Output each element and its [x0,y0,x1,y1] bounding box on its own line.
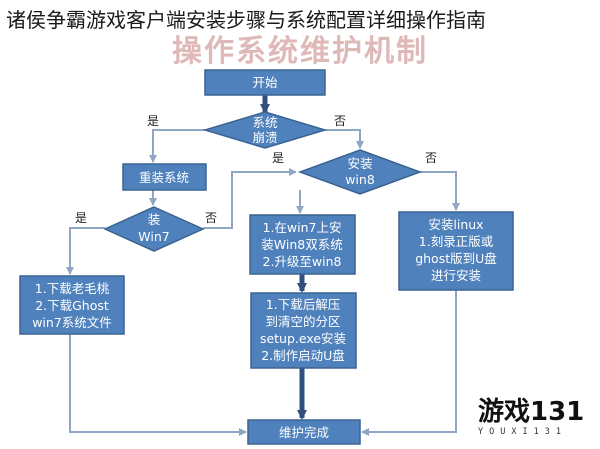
logo-main-text: 游戏131 [478,397,585,427]
svg-text:1.刻录正版或: 1.刻录正版或 [419,234,494,249]
svg-text:1.下载后解压: 1.下载后解压 [266,297,340,312]
node-install-win8-decision: 安装 win8 [297,149,423,195]
svg-text:进行安装: 进行安装 [431,268,481,283]
node-win7-steps: 1.在win7上安 装Win8双系统 2.升级至win8 [249,214,356,275]
node-start: 开始 [204,69,326,96]
connectors [66,95,460,436]
svg-text:到清空的分区: 到清空的分区 [265,314,340,329]
site-logo: 游戏131 YOUXI131 [478,398,596,444]
svg-text:1.下载老毛桃: 1.下载老毛桃 [35,281,110,296]
label-win8-no: 否 [425,151,437,165]
node-download-steps: 1.下载老毛桃 2.下载Ghost win7系统文件 [19,275,125,335]
svg-text:1.在win7上安: 1.在win7上安 [263,220,342,235]
svg-text:崩溃: 崩溃 [252,130,277,145]
edge-crash-reinstall [149,129,205,163]
node-extract-steps: 1.下载后解压 到清空的分区 setup.exe安装 2.制作启动U盘 [250,292,357,369]
page-title: 诸侯争霸游戏客户端安装步骤与系统配置详细操作指南 [6,8,486,32]
edge-win8-linux [420,171,460,211]
svg-text:win8: win8 [345,172,375,187]
label-win8-yes: 是 [272,151,284,165]
node-done: 维护完成 [247,419,361,445]
node-crash-decision: 系统 崩溃 [202,111,328,149]
diagram-title: 操作系统维护机制 [172,34,428,69]
edge-linux-done [361,290,457,436]
svg-text:win7系统文件: win7系统文件 [32,315,112,330]
label-win7-yes: 是 [75,211,87,225]
logo-sub-text: YOUXI131 [478,427,567,437]
svg-text:setup.exe安装: setup.exe安装 [260,331,346,346]
svg-text:系统: 系统 [252,115,277,130]
svg-text:2.升级至win8: 2.升级至win8 [263,254,342,269]
edge-win7-win8steps [203,168,297,229]
label-crash-no: 否 [334,114,346,128]
edge-win7-download [66,227,105,275]
svg-text:安装: 安装 [347,156,372,171]
svg-text:2.制作启动U盘: 2.制作启动U盘 [261,348,345,363]
node-reinstall: 重装系统 [122,163,207,191]
svg-text:装Win8双系统: 装Win8双系统 [261,237,342,252]
svg-text:2.下载Ghost: 2.下载Ghost [35,298,109,313]
svg-text:Win7: Win7 [138,229,169,244]
svg-text:重装系统: 重装系统 [139,170,189,185]
edge-download-done [69,334,247,436]
svg-text:开始: 开始 [252,75,278,90]
label-crash-yes: 是 [147,114,159,128]
node-linux-steps: 安装linux 1.刻录正版或 ghost版到U盘 进行安装 [398,211,514,291]
label-win7-no: 否 [205,211,217,225]
edge-crash-win8 [325,129,364,149]
svg-text:ghost版到U盘: ghost版到U盘 [415,251,497,266]
svg-text:维护完成: 维护完成 [279,425,329,440]
svg-text:装: 装 [148,212,161,227]
node-install-win7-decision: 装 Win7 [103,206,205,252]
svg-text:安装linux: 安装linux [428,217,483,232]
